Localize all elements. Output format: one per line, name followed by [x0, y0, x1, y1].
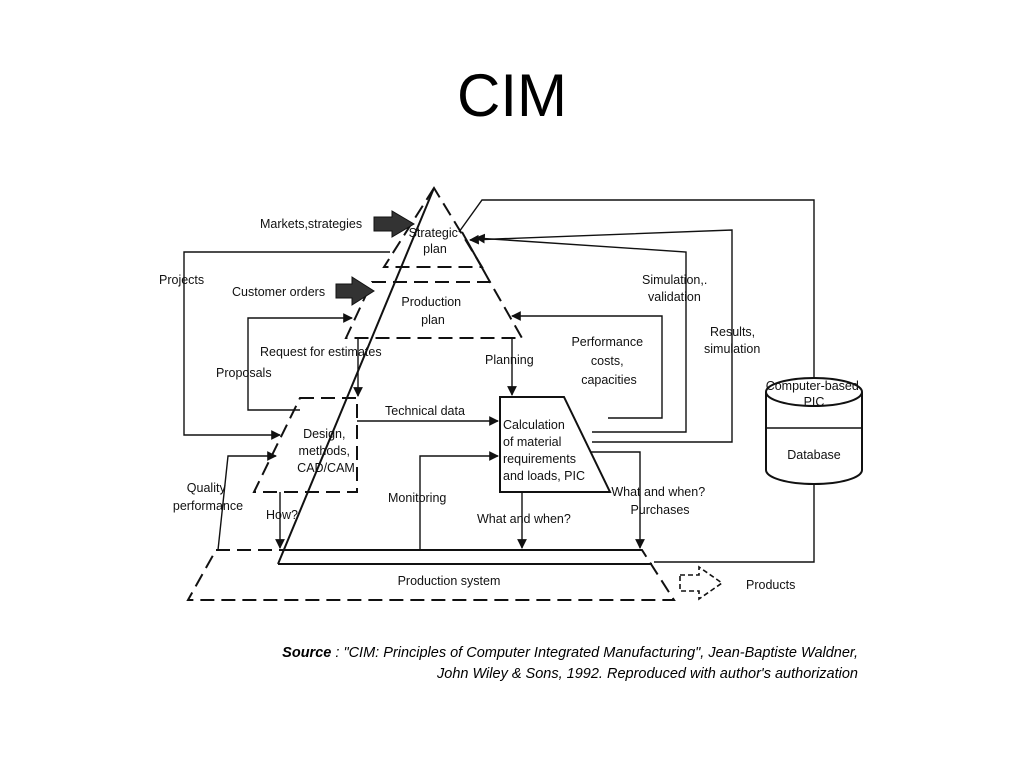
purchases-arrow: [590, 451, 645, 549]
markets-input-arrow: [373, 210, 415, 238]
performance-loop: [511, 311, 663, 419]
proposals-label: Proposals: [216, 366, 272, 380]
production-plan-label: Production plan: [401, 295, 464, 327]
simulation-validation-loop: [475, 233, 687, 433]
planning-label: Planning: [485, 353, 534, 367]
customer-orders-input-arrow: [335, 276, 375, 306]
quality-performance-label: Quality performance: [173, 481, 243, 513]
database-header-label: Computer-based PIC: [766, 379, 863, 409]
monitoring-loop: [419, 451, 499, 550]
simulation-validation-label: Simulation,. validation: [642, 273, 711, 304]
source-label: Source: [282, 645, 332, 661]
proposals-loop: [247, 313, 353, 411]
purchases-label: What and when? Purchases: [611, 485, 708, 517]
products-output-arrow: [679, 565, 724, 601]
calculation-shape: [499, 396, 612, 493]
database-to-production-line: [654, 484, 815, 563]
products-label: Products: [746, 578, 795, 592]
technical-data-label: Technical data: [385, 404, 465, 418]
slide-title: CIM: [457, 62, 567, 129]
design-label: Design, methods, CAD/CAM: [297, 427, 355, 475]
monitoring-label: Monitoring: [388, 491, 446, 505]
database-label: Database: [787, 448, 841, 462]
customer-orders-label: Customer orders: [232, 285, 325, 299]
calculation-label: Calculation of material requirements and…: [503, 418, 585, 483]
design-shape: [252, 397, 358, 493]
performance-label: Performance costs, capacities: [571, 335, 646, 387]
request-estimates-label: Request for estimates: [260, 345, 382, 359]
cim-diagram: Strategic plan Production plan Design, m…: [152, 178, 872, 606]
strategic-plan-label: Strategic plan: [409, 226, 462, 256]
source-citation-text: "CIM: Principles of Computer Integrated …: [343, 645, 858, 661]
markets-strategies-label: Markets,strategies: [260, 217, 362, 231]
results-simulation-loop: [469, 229, 733, 443]
how-label: How?: [266, 508, 298, 522]
projects-label: Projects: [159, 273, 204, 287]
source-line-1: Source : "CIM: Principles of Computer In…: [230, 643, 858, 664]
database-cylinder: [765, 377, 863, 485]
quality-performance-loop: [217, 451, 277, 551]
source-separator: :: [331, 645, 344, 661]
results-simulation-label: Results, simulation: [704, 325, 760, 356]
pyramid-right-edge: [461, 231, 491, 283]
source-line-2: John Wiley & Sons, 1992. Reproduced with…: [437, 666, 858, 682]
source-citation: Source : "CIM: Principles of Computer In…: [230, 643, 858, 685]
what-when-label: What and when?: [477, 512, 571, 526]
production-system-label: Production system: [398, 574, 501, 588]
database-to-strategic-line: [458, 199, 815, 378]
pyramid-left-edge: [277, 187, 435, 565]
projects-loop: [183, 251, 390, 440]
